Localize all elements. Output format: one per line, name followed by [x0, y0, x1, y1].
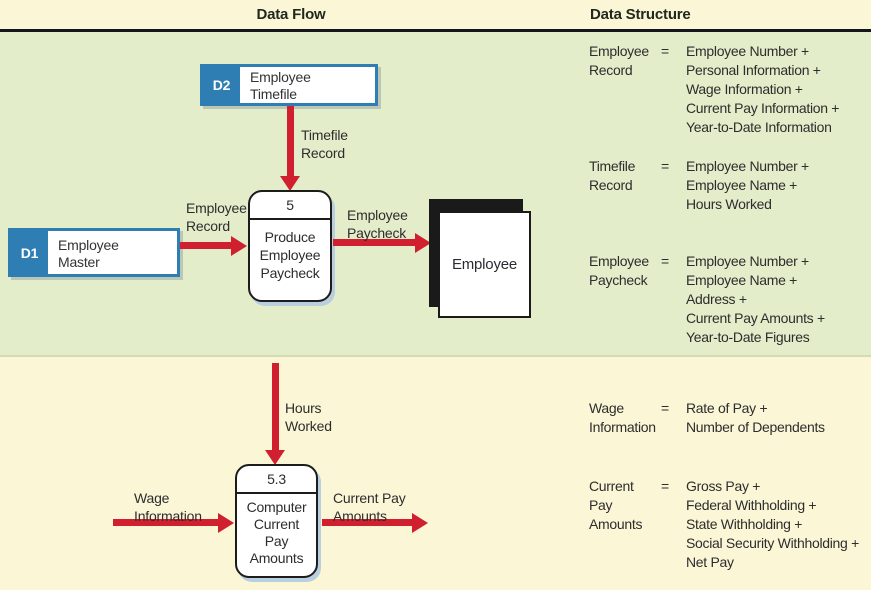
datastore-d2-id: D2: [203, 67, 240, 103]
flow-label-hours-worked: Hours Worked: [285, 400, 332, 434]
header-divider: [0, 29, 871, 32]
data-flow-column-title: Data Flow: [256, 6, 326, 23]
flow-arrow-employee-record: [180, 242, 231, 249]
entry-equals: =: [661, 253, 669, 269]
entry-term: Current Pay Amounts: [589, 478, 643, 532]
entry-definition: Employee Number + Employee Name + Addres…: [686, 253, 825, 345]
entry-definition: Employee Number + Employee Name + Hours …: [686, 158, 809, 212]
header-band: [0, 0, 871, 29]
flow-arrowhead-current-pay-amounts: [412, 513, 428, 533]
flow-arrow-hours-worked: [272, 363, 279, 450]
datastore-d2-name: Employee Timefile: [240, 67, 375, 103]
process-5-3-name: Computer Current Pay Amounts: [246, 499, 307, 566]
flow-arrow-timefile-record: [287, 106, 294, 176]
entry-equals: =: [661, 478, 669, 494]
flow-arrowhead-employee-paycheck: [415, 233, 431, 253]
datastore-d1-id: D1: [11, 231, 48, 274]
entry-term: Timefile Record: [589, 158, 636, 193]
flow-label-employee-paycheck: Employee Paycheck: [347, 207, 408, 241]
flow-arrow-wage-information: [113, 519, 218, 526]
datastore-d1: D1 Employee Master: [8, 228, 180, 277]
flow-arrow-employee-paycheck: [333, 239, 415, 246]
entry-term: Employee Paycheck: [589, 253, 649, 288]
flow-label-wage-information: Wage Information: [134, 490, 202, 524]
datastore-d1-name: Employee Master: [48, 231, 177, 274]
process-5-3-number: 5.3: [237, 466, 316, 494]
external-entity-employee: Employee: [438, 211, 531, 318]
external-entity-employee-label: Employee: [451, 256, 518, 273]
data-flow-bottom-section: [0, 357, 871, 590]
data-structure-entry-wage-information: Wage Information = Rate of Pay + Number …: [589, 399, 869, 437]
datastore-d2: D2 Employee Timefile: [200, 64, 378, 106]
process-5: 5 Produce Employee Paycheck: [248, 190, 332, 302]
entry-definition: Employee Number + Personal Information +…: [686, 43, 840, 135]
entry-definition: Gross Pay + Federal Withholding + State …: [686, 478, 859, 570]
entry-definition: Rate of Pay + Number of Dependents: [686, 400, 825, 435]
flow-label-current-pay-amounts: Current Pay Amounts: [333, 490, 406, 524]
entry-equals: =: [661, 158, 669, 174]
process-5-3: 5.3 Computer Current Pay Amounts: [235, 464, 318, 578]
data-structure-entry-current-pay-amounts: Current Pay Amounts = Gross Pay + Federa…: [589, 477, 869, 572]
process-5-name: Produce Employee Paycheck: [259, 229, 321, 281]
entry-term: Employee Record: [589, 43, 649, 78]
flow-arrowhead-hours-worked: [265, 450, 285, 465]
data-structure-entry-employee-record: Employee Record = Employee Number + Pers…: [589, 42, 869, 137]
flow-arrowhead-timefile-record: [280, 176, 300, 191]
flow-arrowhead-employee-record: [231, 236, 247, 256]
data-structure-entry-timefile-record: Timefile Record = Employee Number + Empl…: [589, 157, 869, 214]
flow-arrow-current-pay-amounts: [322, 519, 412, 526]
entry-equals: =: [661, 400, 669, 416]
entry-equals: =: [661, 43, 669, 59]
process-5-number: 5: [250, 192, 330, 220]
flow-label-timefile-record: Timefile Record: [301, 127, 348, 161]
data-structure-entry-employee-paycheck: Employee Paycheck = Employee Number + Em…: [589, 252, 869, 347]
data-structure-column-title: Data Structure: [590, 6, 691, 23]
flow-label-employee-record: Employee Record: [186, 200, 247, 234]
entry-term: Wage Information: [589, 400, 656, 435]
flow-arrowhead-wage-information: [218, 513, 234, 533]
